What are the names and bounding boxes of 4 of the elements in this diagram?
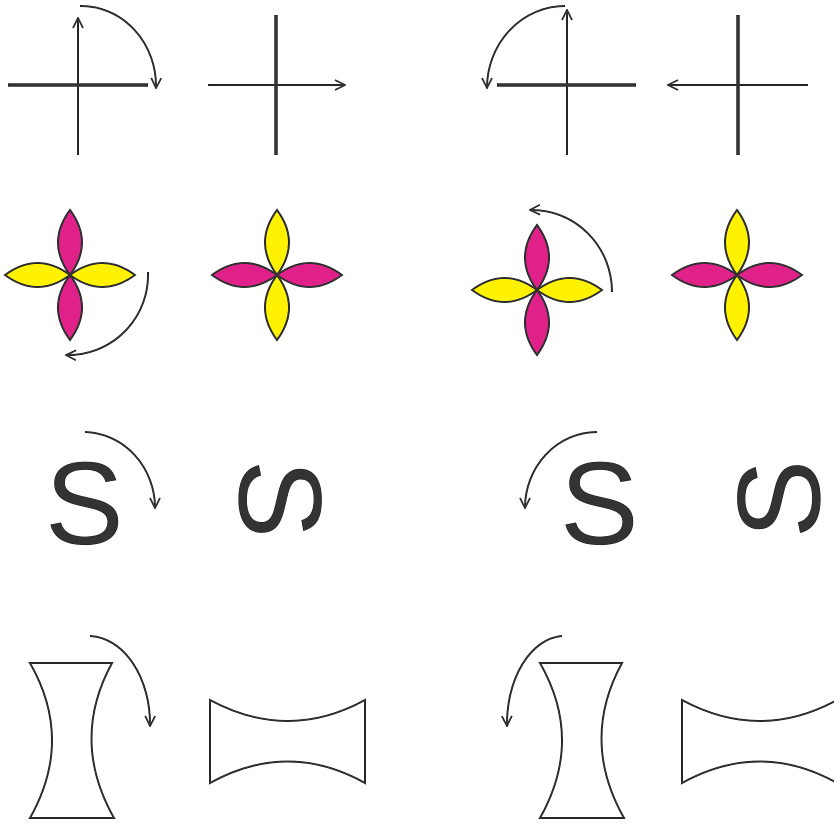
letter: S: [220, 460, 338, 538]
letter: S: [45, 445, 124, 563]
letter: S: [560, 445, 639, 563]
letter: S: [720, 460, 834, 538]
